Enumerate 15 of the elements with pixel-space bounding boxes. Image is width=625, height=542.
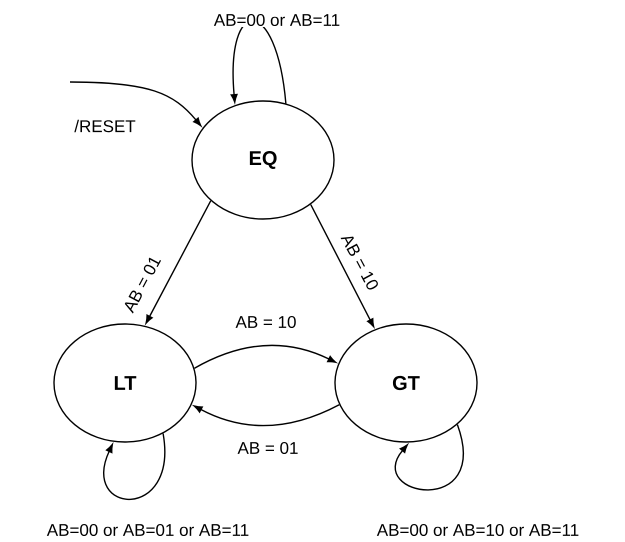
edge-label: AB = 10	[234, 314, 298, 330]
arrow	[394, 424, 464, 491]
edge-label: AB=00 or AB=10 or AB=11	[376, 522, 580, 538]
arrow	[194, 404, 340, 426]
arrow	[310, 204, 374, 328]
edge-label: AB=00 or AB=01 or AB=11	[46, 522, 250, 538]
edge-label: AB = 01	[121, 252, 163, 316]
edge-label: /RESET	[73, 118, 137, 134]
edge-label: AB=00 or AB=11	[212, 12, 342, 28]
arrow	[70, 81, 202, 126]
arrow	[194, 344, 336, 369]
edge-label: AB = 01	[236, 440, 300, 456]
arrow	[103, 434, 166, 500]
arrow	[145, 200, 212, 324]
edge-label: AB = 10	[339, 230, 381, 294]
